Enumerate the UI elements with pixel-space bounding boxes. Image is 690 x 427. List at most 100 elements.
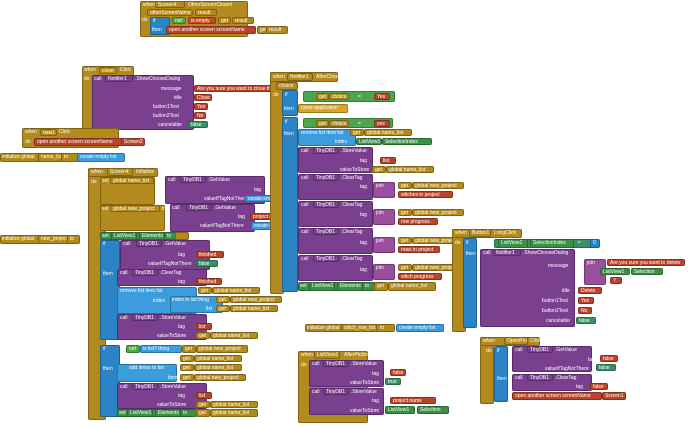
notifier-dropdown[interactable]: Notifier1 (105, 75, 133, 82)
close-application[interactable]: close application (298, 104, 348, 113)
tag-text[interactable]: false (390, 369, 406, 376)
join-block[interactable]: join (373, 237, 395, 253)
component-dropdown[interactable]: close (99, 67, 117, 74)
button2-text[interactable]: No (194, 112, 206, 119)
row-progress-text[interactable]: row progress (398, 218, 438, 225)
elements-dropdown[interactable]: Elements (139, 232, 165, 240)
var-name-list[interactable]: global name_list (194, 364, 242, 371)
param-othername[interactable]: otherScreenName (147, 9, 193, 16)
var-new-project[interactable]: global new_project (412, 182, 464, 189)
listview-dropdown[interactable]: ListView1 (111, 232, 137, 240)
choice-var[interactable]: choice (329, 93, 349, 100)
tag-text[interactable]: list (380, 157, 396, 164)
join-block[interactable]: join (373, 264, 395, 280)
var-dropdown[interactable]: global new_project (110, 205, 160, 212)
yes-text[interactable]: yes (374, 120, 390, 127)
get-block[interactable]: get (218, 17, 231, 24)
true-value[interactable]: true (385, 378, 401, 385)
var-name[interactable]: name_list (38, 153, 62, 162)
if-block[interactable] (494, 346, 508, 402)
compare-eq[interactable] (303, 91, 395, 102)
not-block[interactable]: not (126, 345, 140, 353)
listview-dropdown[interactable]: ListView1 (600, 268, 630, 275)
component-dropdown[interactable]: new1 (40, 129, 57, 136)
get-block[interactable]: get (180, 355, 194, 362)
elements-dropdown[interactable]: Elements (337, 282, 363, 291)
get-block[interactable]: get (198, 287, 212, 294)
screen-name-text[interactable]: Screen2 (121, 138, 145, 146)
tag-text[interactable]: finished (196, 278, 222, 285)
var-name-list[interactable]: global name_list (388, 282, 436, 291)
db-dropdown[interactable]: TinyDB1 (136, 240, 162, 247)
index-in-list[interactable] (170, 296, 223, 313)
component-dropdown[interactable]: Screen4 (155, 1, 185, 8)
db-dropdown[interactable]: TinyDB1 (313, 174, 339, 181)
not-block[interactable]: not (172, 17, 186, 24)
stitches-text[interactable]: stitches in project (398, 191, 453, 198)
call-showchoosedialog[interactable] (92, 75, 194, 130)
selectionindex-dropdown[interactable]: SelectionIndex (530, 239, 574, 248)
db-dropdown[interactable]: TinyDB1 (132, 269, 158, 276)
elements-dropdown[interactable]: Elements (155, 409, 181, 417)
get-block[interactable]: get (316, 93, 329, 100)
get-block[interactable]: get (216, 296, 230, 303)
listview-dropdown[interactable]: ListView1 (127, 409, 153, 417)
screen-name-text[interactable]: Screen1 (602, 392, 626, 400)
component-dropdown[interactable]: Notifier1 (287, 73, 313, 81)
get-block[interactable]: get (196, 409, 210, 417)
listview-dropdown[interactable]: ListView1 (309, 282, 335, 291)
var-name[interactable]: stitch_row_list (341, 324, 377, 332)
db-dropdown[interactable]: TinyDB1 (313, 255, 339, 262)
db-dropdown[interactable]: TinyDB1 (132, 383, 158, 390)
var-name-list[interactable]: global name_list (210, 332, 258, 339)
choice-var[interactable]: choice (329, 120, 349, 127)
tag-text[interactable]: project name (390, 397, 436, 404)
listview-dropdown[interactable]: ListView1 (385, 406, 415, 414)
db-dropdown[interactable]: TinyDB1 (527, 346, 553, 353)
false-value[interactable]: false (196, 260, 218, 267)
get-block[interactable]: get (182, 345, 196, 353)
db-dropdown[interactable]: TinyDB1 (527, 374, 553, 381)
tinydb-getvalue[interactable] (120, 240, 210, 270)
join-block[interactable]: join (584, 259, 606, 285)
component-dropdown[interactable]: OpenProj (504, 337, 528, 345)
false-value[interactable]: false (596, 364, 616, 371)
message-text[interactable]: Are you sure you want to delete (607, 259, 685, 266)
join-block[interactable]: join (373, 209, 395, 225)
remove-list-item[interactable] (298, 129, 356, 146)
message-text[interactable]: Are you sure you want to close th (194, 85, 272, 92)
var-new-project[interactable]: global new_project (230, 296, 282, 303)
tag-text[interactable]: false (600, 355, 618, 362)
button1-text[interactable]: Yes (578, 297, 594, 304)
var-name-list[interactable]: global name_list (210, 401, 258, 408)
get-block[interactable]: get (398, 237, 412, 244)
tag-text[interactable]: false (590, 383, 608, 390)
get-block[interactable]: get (180, 374, 194, 381)
open-screen-block[interactable]: open another screen screenName (166, 26, 256, 34)
var-new-project[interactable]: global new_project (194, 374, 246, 381)
open-screen-block[interactable]: open another screen screenName (512, 392, 602, 400)
get-block[interactable]: get (398, 182, 412, 189)
question-text[interactable]: ? (610, 277, 622, 284)
button2-text[interactable]: No (578, 307, 592, 314)
title-text[interactable]: Delete (578, 287, 602, 294)
var-name-list[interactable]: global name_list (386, 166, 434, 173)
listview-dropdown[interactable]: ListView1 (356, 138, 382, 145)
db-dropdown[interactable]: TinyDB1 (323, 388, 349, 395)
rows-text[interactable]: rows in project (398, 246, 440, 253)
result-var[interactable]: result (232, 17, 254, 24)
get-block[interactable] (175, 232, 189, 240)
selection-dropdown[interactable]: Selection (417, 406, 449, 414)
tag-text[interactable]: list (196, 323, 212, 330)
db-dropdown[interactable]: TinyDB1 (313, 201, 339, 208)
is-empty-block[interactable]: is empty (188, 17, 216, 24)
call-showchoosedialog[interactable] (480, 249, 575, 327)
get-block[interactable]: get (196, 401, 210, 408)
if-block[interactable] (463, 238, 477, 328)
listview-dropdown[interactable]: ListView1 (498, 239, 528, 248)
open-screen-block[interactable]: open another screen screenName (34, 138, 124, 146)
stitch-progress-text[interactable]: stitch progress (398, 273, 442, 280)
var-name-list[interactable]: global name_list (230, 305, 278, 312)
get-block[interactable]: get (374, 282, 388, 291)
